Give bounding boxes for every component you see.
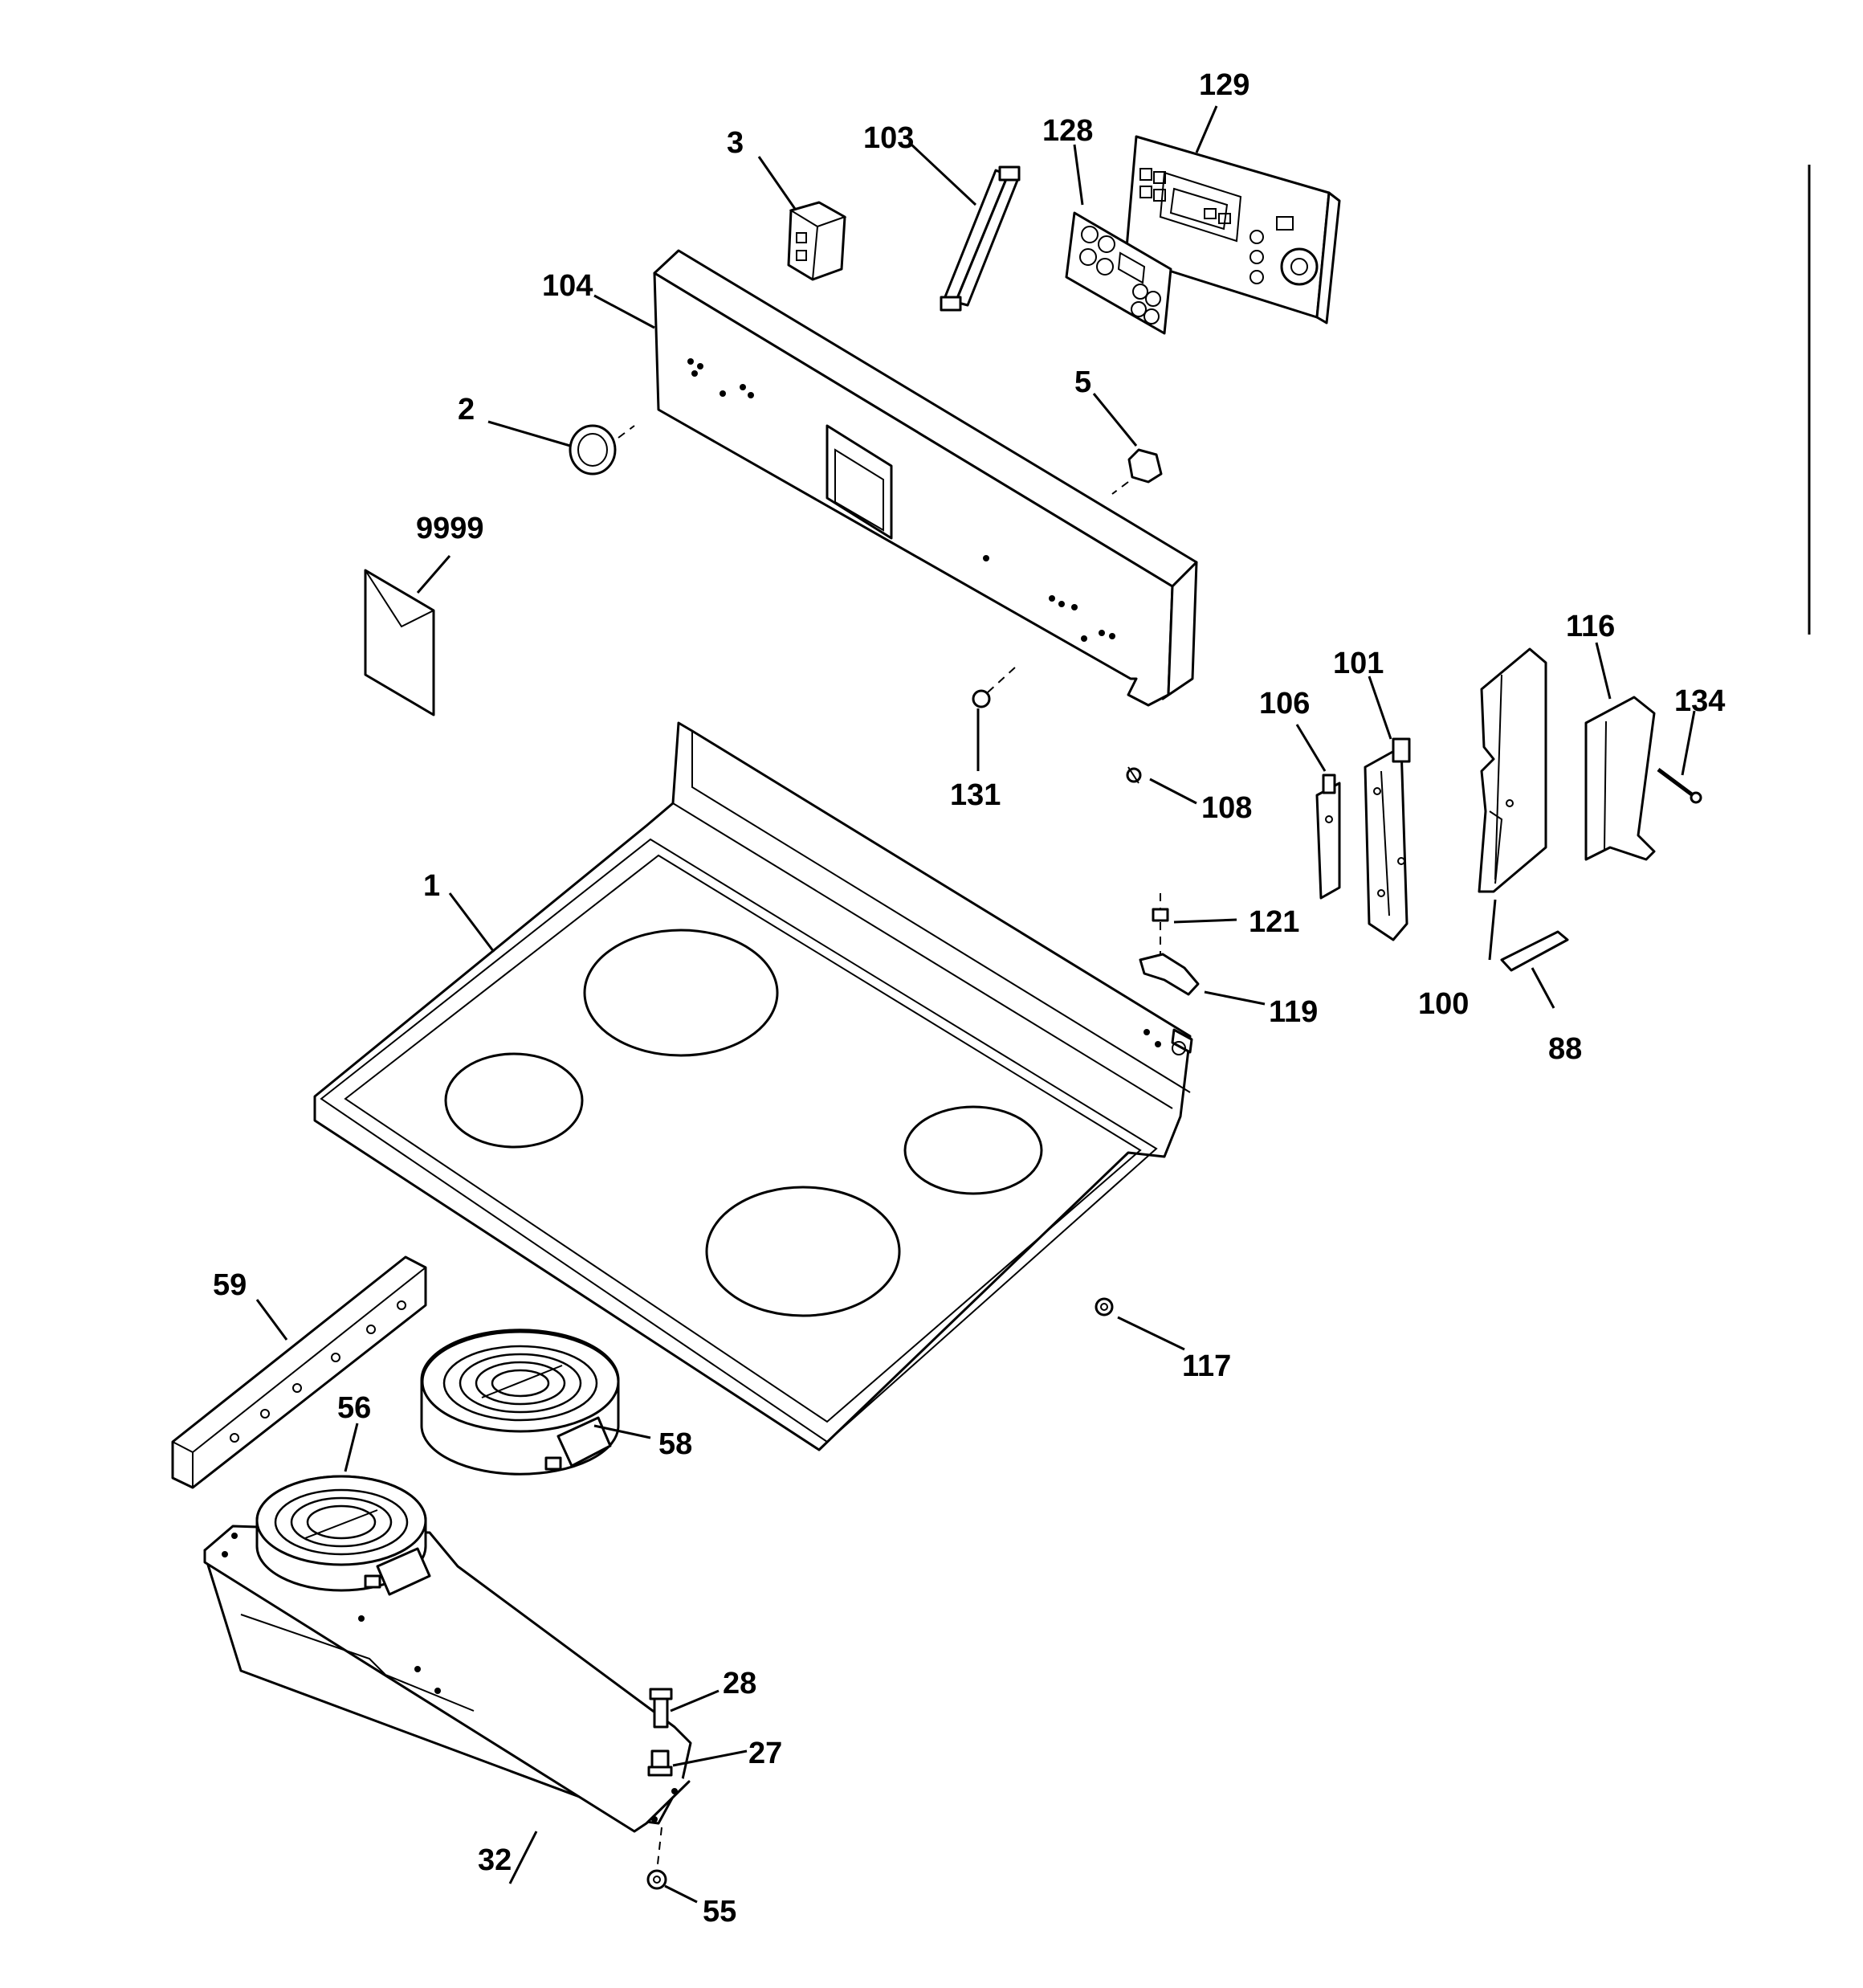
callout-9999: 9999: [416, 512, 484, 545]
screw-part-108: [1126, 766, 1142, 784]
callout-129: 129: [1199, 68, 1249, 102]
bracket-part-106: [1315, 774, 1341, 900]
switch-part-3: [787, 201, 847, 281]
callout-119: 119: [1269, 995, 1318, 1029]
callout-27: 27: [748, 1737, 782, 1770]
element-part-56: [255, 1475, 431, 1596]
callout-100: 100: [1418, 987, 1469, 1021]
callout-88: 88: [1548, 1032, 1582, 1066]
callout-106: 106: [1259, 687, 1310, 720]
callout-5: 5: [1074, 365, 1091, 399]
callout-28: 28: [723, 1667, 756, 1700]
callout-3: 3: [727, 126, 744, 160]
callout-56: 56: [337, 1391, 371, 1425]
element-bracket-part-32: [203, 1525, 692, 1833]
bracket-part-103: [940, 165, 1021, 312]
nut-part-117: [1095, 1297, 1114, 1316]
callout-116: 116: [1566, 610, 1615, 643]
callout-55: 55: [703, 1895, 736, 1929]
overlay-part-128: [1065, 211, 1172, 335]
callout-1: 1: [423, 869, 440, 903]
callout-103: 103: [863, 121, 914, 155]
side-trim-part-100: [1478, 647, 1547, 893]
callout-117: 117: [1182, 1349, 1231, 1383]
literature-part-9999: [364, 569, 435, 716]
switch-part-5: [1111, 448, 1163, 495]
rail-part-59: [171, 1255, 427, 1489]
screw-part-134: [1657, 767, 1702, 804]
leader-lines: [255, 105, 1696, 1904]
bracket-part-101: [1364, 737, 1411, 941]
element-part-58: [420, 1329, 620, 1476]
callout-32: 32: [478, 1843, 512, 1877]
control-board-part-129: [1124, 135, 1341, 325]
spacer-part-27: [647, 1749, 673, 1777]
callout-108: 108: [1201, 791, 1252, 825]
callout-131: 131: [950, 778, 1001, 812]
end-cap-part-116: [1584, 696, 1656, 861]
cooktop-part-1: [313, 721, 1193, 1451]
backguard-part-104: [653, 249, 1198, 707]
clip-part-131: [972, 666, 1017, 708]
knob-part-2: [569, 424, 635, 476]
callout-134: 134: [1674, 684, 1725, 718]
callout-101: 101: [1333, 647, 1384, 680]
callout-59: 59: [213, 1268, 247, 1302]
nut-part-55: [646, 1827, 667, 1890]
callout-128: 128: [1042, 114, 1093, 148]
callout-labels: 129 128 103 3 104 5 2 9999 131 108 1 121…: [213, 68, 1725, 1929]
bracket-part-119: [1139, 953, 1200, 996]
callout-104: 104: [542, 269, 593, 303]
callout-121: 121: [1249, 905, 1299, 939]
pad-part-88: [1500, 930, 1569, 972]
callout-2: 2: [458, 393, 475, 427]
stud-part-28: [649, 1688, 673, 1729]
screw-part-121: [1152, 893, 1169, 956]
callout-58: 58: [658, 1427, 692, 1461]
